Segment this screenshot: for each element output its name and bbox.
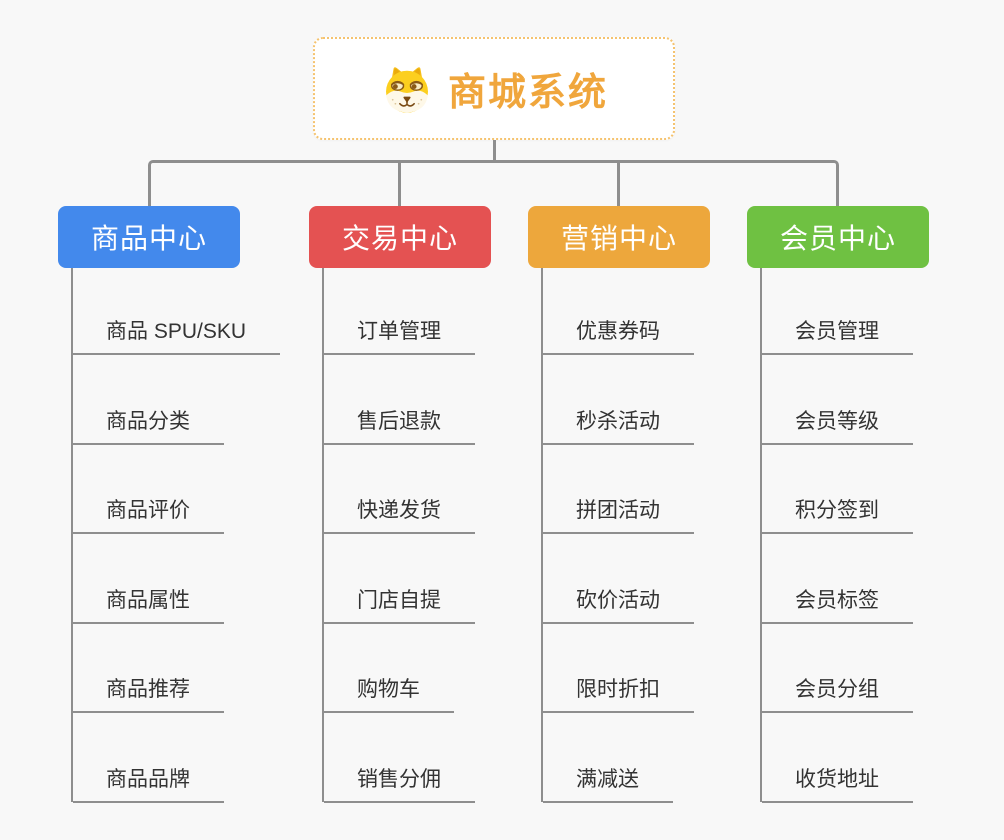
branch-node-marketing-center[interactable]: 营销中心 [528, 206, 710, 268]
leaf-node[interactable]: 优惠券码 [543, 317, 694, 355]
leaf-node[interactable]: 商品推荐 [73, 675, 224, 713]
leaf-node[interactable]: 会员等级 [762, 407, 913, 445]
leaf-node[interactable]: 砍价活动 [543, 586, 694, 624]
leaf-node[interactable]: 商品评价 [73, 496, 224, 534]
leaf-node[interactable]: 拼团活动 [543, 496, 694, 534]
leaf-node[interactable]: 销售分佣 [324, 765, 475, 803]
branch-node-member-center[interactable]: 会员中心 [747, 206, 929, 268]
leaf-node[interactable]: 满减送 [543, 765, 673, 803]
leaf-node[interactable]: 商品属性 [73, 586, 224, 624]
branch-node-label: 商品中心 [90, 223, 207, 254]
root-node-label: 商城系统 [447, 72, 608, 114]
leaf-node[interactable]: 售后退款 [324, 407, 475, 445]
leaf-node[interactable]: 限时折扣 [543, 675, 694, 713]
branch-children-column-marketing: 优惠券码 秒杀活动 拼团活动 砍价活动 限时折扣 满减送 [541, 268, 791, 803]
connector-drop [617, 160, 620, 207]
leaf-node[interactable]: 门店自提 [324, 586, 475, 624]
leaf-node[interactable]: 商品分类 [73, 407, 224, 445]
branch-children-column-member: 会员管理 会员等级 积分签到 会员标签 会员分组 收货地址 [760, 268, 1004, 803]
leaf-node[interactable]: 购物车 [324, 675, 454, 713]
branch-children-column-trade: 订单管理 售后退款 快递发货 门店自提 购物车 销售分佣 [322, 268, 572, 803]
connector-root-stem [493, 140, 496, 162]
root-node[interactable]: 商城系统 [313, 37, 675, 140]
leaf-node[interactable]: 商品 SPU/SKU [73, 317, 281, 355]
connector-drop [398, 160, 401, 207]
leaf-node[interactable]: 会员管理 [762, 317, 913, 355]
leaf-node[interactable]: 收货地址 [762, 765, 913, 803]
branch-node-label: 会员中心 [779, 223, 896, 254]
leaf-node[interactable]: 积分签到 [762, 496, 913, 534]
leaf-node[interactable]: 订单管理 [324, 317, 475, 355]
branch-children-column-product: 商品 SPU/SKU 商品分类 商品评价 商品属性 商品推荐 商品品牌 [71, 268, 321, 803]
leaf-node[interactable]: 会员标签 [762, 586, 913, 624]
leaf-node[interactable]: 快递发货 [324, 496, 475, 534]
branch-node-label: 营销中心 [560, 223, 677, 254]
leaf-node[interactable]: 秒杀活动 [543, 407, 694, 445]
dog-icon [386, 66, 428, 113]
branch-node-trade-center[interactable]: 交易中心 [309, 206, 491, 268]
leaf-node[interactable]: 会员分组 [762, 675, 913, 713]
connector-rail [148, 160, 839, 207]
leaf-node[interactable]: 商品品牌 [73, 765, 224, 803]
branch-node-label: 交易中心 [341, 223, 458, 254]
branch-node-product-center[interactable]: 商品中心 [58, 206, 240, 268]
